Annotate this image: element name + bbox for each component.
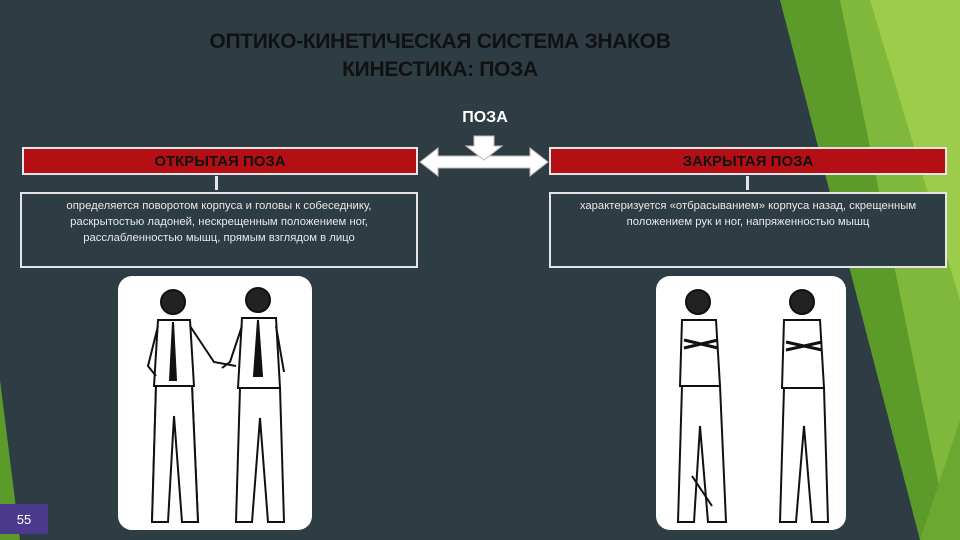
open-pose-heading: ОТКРЫТАЯ ПОЗА [22,147,418,175]
slide-subtitle: КИНЕСТИКА: ПОЗА [342,58,538,81]
open-pose-description: определяется поворотом корпуса и головы … [20,192,418,268]
page-number: 55 [0,504,48,534]
right-connector [746,176,749,190]
double-arrow-icon [419,146,549,178]
open-pose-figures-icon [146,287,286,523]
slide-title: ОПТИКО-КИНЕТИЧЕСКАЯ СИСТЕМА ЗНАКОВ [209,30,671,53]
closed-pose-description: характеризуется «отбрасыванием» корпуса … [549,192,947,268]
green-decoration [780,0,960,540]
closed-pose-heading: ЗАКРЫТАЯ ПОЗА [549,147,947,175]
down-arrow-icon [464,135,504,161]
double-arrow-diagram [419,135,549,178]
left-connector [215,176,218,190]
center-label: ПОЗА [462,109,508,126]
closed-pose-illustration [656,276,846,530]
left-green-decoration [0,380,20,540]
open-pose-illustration [118,276,312,530]
closed-pose-figures-icon [676,289,830,523]
